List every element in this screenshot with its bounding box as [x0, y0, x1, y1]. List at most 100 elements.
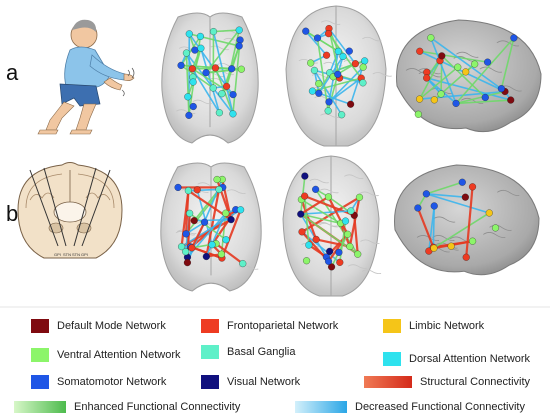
connectivity-edge — [214, 67, 234, 115]
network-node — [491, 224, 500, 232]
coronal-section-illustration: GPI STN STN GPI — [17, 162, 123, 259]
legend-swatch — [31, 375, 49, 389]
connectivity-edge — [232, 39, 241, 115]
network-node — [301, 172, 309, 180]
connectivity-edge — [189, 245, 224, 260]
network-node — [430, 244, 438, 252]
connectivity-edge — [193, 188, 220, 222]
legend-swatch — [201, 319, 219, 333]
connectivity-edge — [428, 212, 491, 252]
network-node — [189, 78, 197, 86]
network-node — [416, 47, 424, 55]
connectivity-edge — [214, 242, 244, 265]
legend-swatch — [364, 376, 412, 388]
legend-item-default-mode-network: Default Mode Network — [31, 318, 166, 334]
connectivity-edge — [348, 196, 361, 248]
connectivity-edge — [205, 29, 241, 74]
network-node — [485, 209, 493, 217]
connectivity-edge — [299, 195, 330, 216]
connectivity-edge — [190, 221, 206, 249]
network-node — [416, 95, 424, 103]
network-node — [359, 79, 367, 87]
network-node — [427, 34, 435, 42]
brain-view-b-frontal — [160, 162, 262, 292]
network-node — [183, 259, 191, 267]
network-node — [344, 230, 352, 238]
connectivity-edge — [185, 52, 190, 117]
legend-swatch — [31, 348, 49, 362]
network-node — [468, 183, 477, 191]
network-node — [222, 209, 230, 217]
network-node — [229, 91, 237, 99]
network-node — [197, 44, 205, 52]
connectivity-edge — [428, 205, 436, 252]
network-node — [178, 243, 186, 251]
network-node — [341, 217, 350, 225]
legend-swatch — [295, 401, 347, 413]
legend-label: Structural Connectivity — [420, 376, 531, 388]
legend-item-decreased-functional-connectivity: Decreased Functional Connectivity — [295, 399, 525, 415]
legend-label: Somatomotor Network — [57, 376, 167, 388]
network-node — [305, 241, 313, 249]
network-node — [227, 216, 235, 224]
legend-item-somatomotor-network: Somatomotor Network — [31, 374, 166, 390]
brain-view-b-sagittal — [394, 164, 540, 276]
network-node — [414, 110, 422, 118]
connectivity-edge — [425, 181, 464, 195]
network-node — [335, 248, 343, 256]
network-node — [237, 206, 245, 214]
network-node — [346, 242, 354, 251]
legend-swatch — [201, 345, 219, 359]
network-node — [298, 228, 306, 236]
connectivity-edge — [299, 210, 352, 215]
network-node — [430, 96, 438, 104]
network-node — [312, 185, 320, 193]
network-node — [202, 252, 210, 261]
connectivity-edge — [303, 194, 356, 217]
network-node — [184, 93, 192, 101]
connectivity-edge — [205, 68, 243, 74]
network-node — [237, 65, 245, 73]
connectivity-edge — [425, 77, 442, 95]
network-node — [239, 260, 247, 268]
network-node — [202, 69, 210, 77]
network-node — [336, 258, 344, 266]
connectivity-edge — [418, 50, 489, 63]
network-node — [351, 60, 359, 68]
network-node — [469, 237, 477, 245]
legend-label: Visual Network — [227, 376, 301, 388]
network-node — [507, 96, 515, 104]
electrode-label: STN — [63, 252, 71, 257]
network-node — [313, 34, 322, 42]
connectivity-edge — [185, 221, 206, 235]
network-node — [323, 51, 331, 59]
legend-swatch — [14, 401, 66, 413]
network-node — [347, 100, 355, 108]
network-node — [222, 236, 230, 244]
legend-item-enhanced-functional-connectivity: Enhanced Functional Connectivity — [14, 399, 240, 415]
network-node — [324, 107, 332, 115]
electrode-label: GPI — [54, 252, 61, 257]
patient-illustration — [37, 19, 135, 135]
legend-label: Ventral Attention Network — [57, 349, 181, 361]
network-node — [484, 58, 492, 66]
network-node — [423, 74, 431, 82]
network-node — [471, 60, 479, 68]
network-node — [218, 90, 226, 98]
network-node — [190, 217, 198, 225]
legend-item-frontoparietal-network: Frontoparietal Network — [201, 318, 338, 334]
connectivity-edge — [191, 67, 221, 114]
network-node — [303, 257, 311, 265]
network-node — [177, 61, 185, 69]
network-node — [211, 64, 220, 72]
network-node — [307, 59, 315, 67]
network-node — [334, 47, 342, 55]
network-node — [510, 34, 518, 42]
network-node — [334, 70, 342, 78]
network-node — [355, 193, 364, 201]
network-node — [182, 248, 190, 256]
network-node — [229, 110, 237, 118]
connectivity-edge — [500, 37, 515, 90]
network-node — [188, 244, 196, 252]
